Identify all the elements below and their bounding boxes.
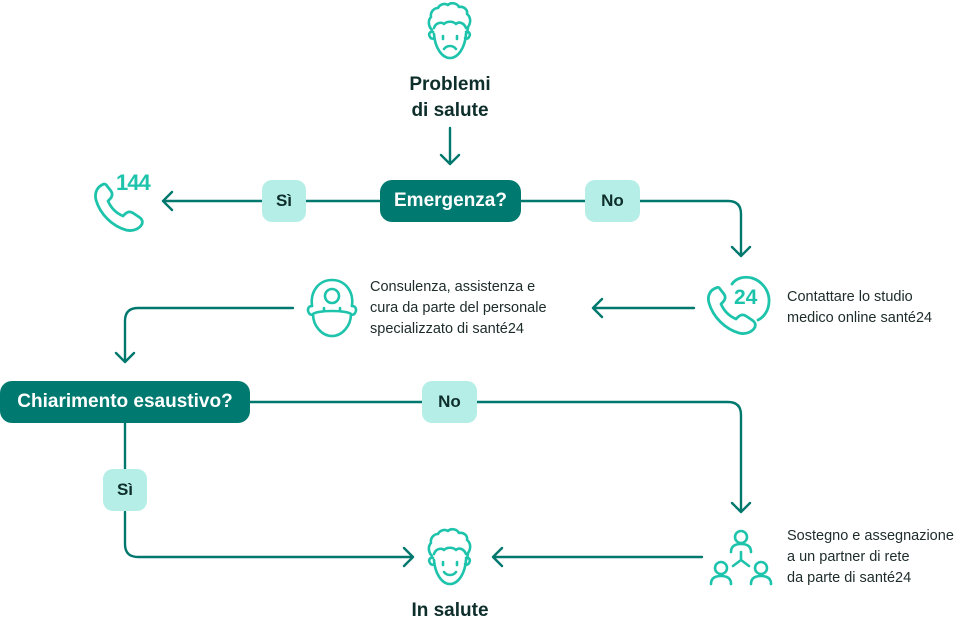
start-title-line2: di salute <box>411 100 489 121</box>
arrow-yes-to-healthy <box>123 510 415 568</box>
clarification-no-badge: No <box>422 381 477 423</box>
network-line2: a un partner di rete <box>787 549 910 565</box>
clarification-decision-label: Chiarimento esaustivo? <box>17 391 233 412</box>
network-people-icon <box>709 529 773 586</box>
emergency-decision-label: Emergenza? <box>394 190 507 211</box>
contact-line2: medico online santé24 <box>787 310 933 326</box>
start-title-line1: Problemi <box>409 74 491 95</box>
network-description: Sostegno e assegnazione a un partner di … <box>787 526 954 589</box>
arrow-no-to-network <box>475 400 752 514</box>
consult-line1: Consulenza, assistenza e <box>370 279 536 295</box>
clarification-decision: Chiarimento esaustivo? <box>0 381 250 423</box>
arrow-yes-to-144 <box>161 190 264 212</box>
contact-badge-number: 24 <box>734 286 758 309</box>
network-line3: da parte di santé24 <box>787 570 912 586</box>
clarification-yes-badge: Sì <box>103 469 147 511</box>
phone-icon <box>94 182 144 232</box>
consult-description: Consulenza, assistenza e cura da parte d… <box>370 277 547 340</box>
emergency-yes-badge: Sì <box>262 180 306 222</box>
emergency-yes-label: Sì <box>275 191 293 210</box>
phone-24-icon <box>707 275 771 335</box>
happy-face-icon <box>427 527 472 586</box>
contact-line1: Contattare lo studio <box>787 289 913 305</box>
consult-line3: specializzato di santé24 <box>370 321 524 337</box>
emergency-no-label: No <box>601 191 624 210</box>
arrow-network-to-healthy <box>491 546 704 568</box>
clarification-no-label: No <box>438 392 461 411</box>
sad-face-icon <box>427 1 472 60</box>
end-title: In salute <box>411 600 489 621</box>
arrow-contact-to-consult <box>591 297 696 319</box>
start-title: Problemi di salute <box>390 72 510 124</box>
arrow-consult-to-clarification <box>114 306 295 364</box>
clarification-yes-label: Sì <box>116 480 134 499</box>
network-line1: Sostegno e assegnazione <box>787 528 954 544</box>
arrow-start-to-emergency <box>439 126 461 166</box>
contact-description: Contattare lo studio medico online santé… <box>787 287 932 329</box>
doctor-icon <box>306 278 358 338</box>
emergency-number: 144 <box>116 170 151 195</box>
emergency-decision: Emergenza? <box>380 180 521 222</box>
arrow-no-to-contact <box>638 199 752 258</box>
consult-line2: cura da parte del personale <box>370 300 547 316</box>
emergency-no-badge: No <box>585 180 640 222</box>
